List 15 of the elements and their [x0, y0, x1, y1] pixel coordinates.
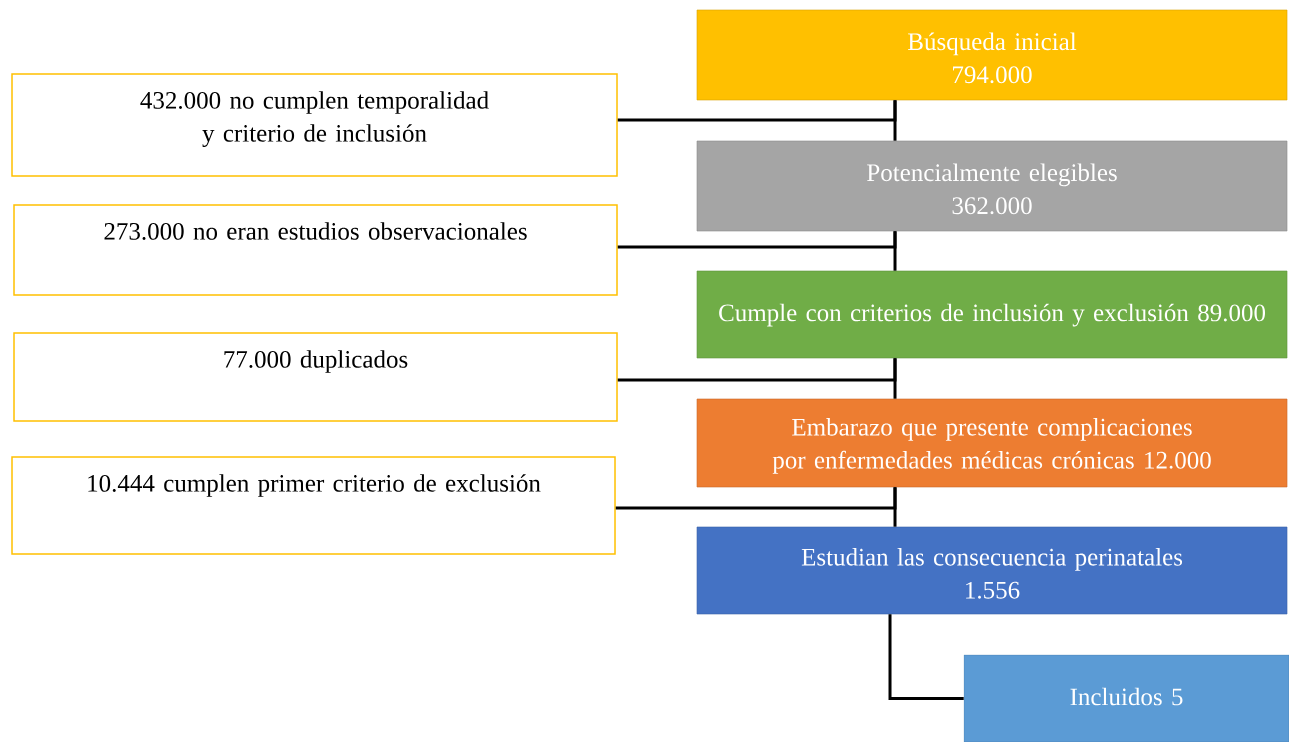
exclusion-box: 10.444 cumplen primer criterio de exclusión	[11, 456, 616, 555]
process-box: Búsqueda inicial 794.000	[696, 9, 1288, 101]
connector-line	[617, 100, 897, 122]
connector-line	[888, 614, 964, 700]
process-box: Incluidos 5	[963, 654, 1289, 742]
connector-line	[617, 358, 897, 382]
connector-line	[617, 231, 897, 249]
exclusion-box: 432.000 no cumplen temporalidad y criterio de inclusión	[11, 73, 618, 177]
exclusion-box: 77.000 duplicados	[13, 332, 618, 422]
process-box: Cumple con criterios de inclusión y exclusión 89.000	[696, 270, 1288, 359]
process-box: Embarazo que presente complicaciones por enfermedades médicas crónicas 12.000	[696, 398, 1288, 488]
process-box: Estudian las consecuencia perinatales 1.556	[696, 526, 1288, 615]
process-box: Potencialmente elegibles 362.000	[696, 140, 1288, 232]
exclusion-box: 273.000 no eran estudios observacionales	[13, 204, 618, 296]
connector-line	[615, 487, 897, 510]
